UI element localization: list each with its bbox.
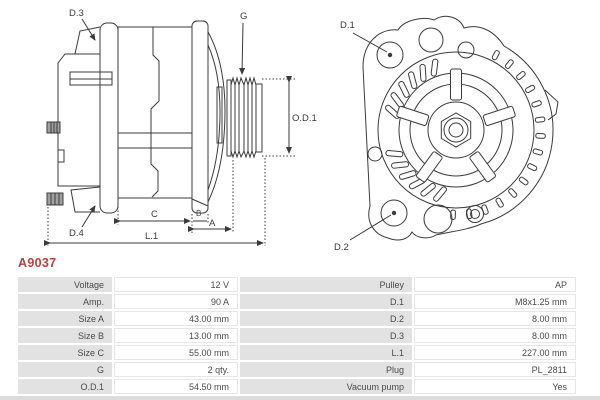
table-row: O.D.1 54.50 mm Vacuum pump Yes bbox=[18, 379, 576, 394]
mounting-hole-d2 bbox=[380, 199, 408, 227]
spec-value: 13.00 mm bbox=[114, 328, 238, 343]
spec-value: 8.00 mm bbox=[414, 311, 576, 326]
part-number: A9037 bbox=[18, 256, 57, 270]
left-small-hole bbox=[367, 146, 383, 162]
spec-value: PL_2811 bbox=[414, 362, 576, 377]
bottom-right-ear bbox=[466, 205, 484, 223]
spec-label: Vacuum pump bbox=[240, 379, 412, 394]
spec-value: 227.00 mm bbox=[414, 345, 576, 360]
label-od1: O.D.1 bbox=[292, 113, 317, 124]
mounting-ear-bottom bbox=[70, 186, 101, 213]
dim-a: A bbox=[188, 218, 232, 232]
spec-value: 55.00 mm bbox=[114, 345, 238, 360]
label-g: G bbox=[240, 11, 247, 22]
table-row: Size A 43.00 mm D.2 8.00 mm bbox=[18, 311, 576, 326]
leader-d4 bbox=[81, 205, 96, 228]
bottom-lug bbox=[423, 204, 453, 234]
pulley-grooves-top bbox=[230, 76, 257, 87]
mounting-ear-top bbox=[74, 26, 101, 55]
spec-label: Pulley bbox=[240, 277, 412, 292]
bottom-border-band bbox=[0, 396, 600, 400]
label-c: C bbox=[151, 209, 158, 220]
right-ear bbox=[544, 89, 559, 121]
pulley-face bbox=[377, 51, 535, 209]
leader-d3 bbox=[81, 18, 96, 41]
terminal-stud-bottom bbox=[46, 192, 64, 206]
label-l1: L.1 bbox=[145, 231, 158, 242]
label-a: A bbox=[209, 218, 216, 229]
body-outline bbox=[362, 15, 554, 241]
rim-vent-slots bbox=[450, 50, 546, 220]
table-row: Size B 13.00 mm D.3 8.00 mm bbox=[18, 328, 576, 343]
mounting-hole-d1 bbox=[376, 41, 404, 69]
spec-value: AP bbox=[414, 277, 576, 292]
mounting-flange bbox=[70, 22, 119, 214]
pulley bbox=[226, 76, 263, 159]
spec-label: Plug bbox=[240, 362, 412, 377]
table-row: Size C 55.00 mm L.1 227.00 mm bbox=[18, 345, 576, 360]
dim-b: B bbox=[193, 209, 207, 222]
dim-c: C bbox=[114, 209, 191, 224]
label-d1: D.1 bbox=[340, 20, 355, 31]
alternator-front-view: D.1 D.2 bbox=[334, 15, 559, 253]
table-row: G 2 qty. Plug PL_2811 bbox=[18, 362, 576, 377]
top-small-hole bbox=[457, 41, 475, 59]
spec-value: 8.00 mm bbox=[414, 328, 576, 343]
pulley-end-cap bbox=[255, 83, 263, 153]
spec-label: D.2 bbox=[240, 311, 412, 326]
spec-label: D.3 bbox=[240, 328, 412, 343]
label-d4: D.4 bbox=[69, 228, 84, 239]
pulley-grooves-bottom bbox=[230, 149, 257, 159]
spec-table: Voltage 12 V Pulley AP Amp. 90 A D.1 M8x… bbox=[16, 275, 578, 396]
table-row: Amp. 90 A D.1 M8x1.25 mm bbox=[18, 294, 576, 309]
spec-label: O.D.1 bbox=[18, 379, 112, 394]
spec-label: Amp. bbox=[18, 294, 112, 309]
spec-value: M8x1.25 mm bbox=[414, 294, 576, 309]
spec-label: G bbox=[18, 362, 112, 377]
leader-g bbox=[239, 22, 246, 75]
spec-label: Voltage bbox=[18, 277, 112, 292]
spec-value: 2 qty. bbox=[114, 362, 238, 377]
leader-d2 bbox=[349, 214, 392, 241]
shaft-nut bbox=[440, 112, 472, 148]
spec-value: 12 V bbox=[114, 277, 238, 292]
upper-lug-hole bbox=[418, 27, 444, 53]
rear-housing bbox=[57, 53, 113, 187]
spec-value: 54.50 mm bbox=[114, 379, 238, 394]
shaft bbox=[216, 86, 223, 144]
spec-value: 43.00 mm bbox=[114, 311, 238, 326]
spec-label: Size C bbox=[18, 345, 112, 360]
terminal-stud-top bbox=[46, 121, 61, 134]
spec-value: 90 A bbox=[114, 294, 238, 309]
spec-label: D.1 bbox=[240, 294, 412, 309]
spec-label: Size A bbox=[18, 311, 112, 326]
alternator-side-view: D.3 D.4 G O.D.1 C B A L.1 bbox=[44, 8, 317, 246]
spec-value: Yes bbox=[414, 379, 576, 394]
spec-label: Size B bbox=[18, 328, 112, 343]
leader-d1 bbox=[352, 32, 388, 53]
table-row: Voltage 12 V Pulley AP bbox=[18, 277, 576, 292]
dim-od1: O.D.1 bbox=[262, 76, 317, 157]
dim-l1: L.1 bbox=[44, 231, 264, 246]
label-d2: D.2 bbox=[334, 242, 349, 253]
stator-body bbox=[117, 26, 209, 207]
label-d3: D.3 bbox=[69, 8, 84, 19]
lower-left-vent-slots bbox=[385, 150, 447, 202]
spec-label: L.1 bbox=[240, 345, 412, 360]
dim-extension-lines bbox=[47, 158, 266, 246]
front-bracket bbox=[191, 20, 226, 214]
label-b: B bbox=[196, 209, 201, 218]
fan-spokes bbox=[396, 68, 516, 183]
